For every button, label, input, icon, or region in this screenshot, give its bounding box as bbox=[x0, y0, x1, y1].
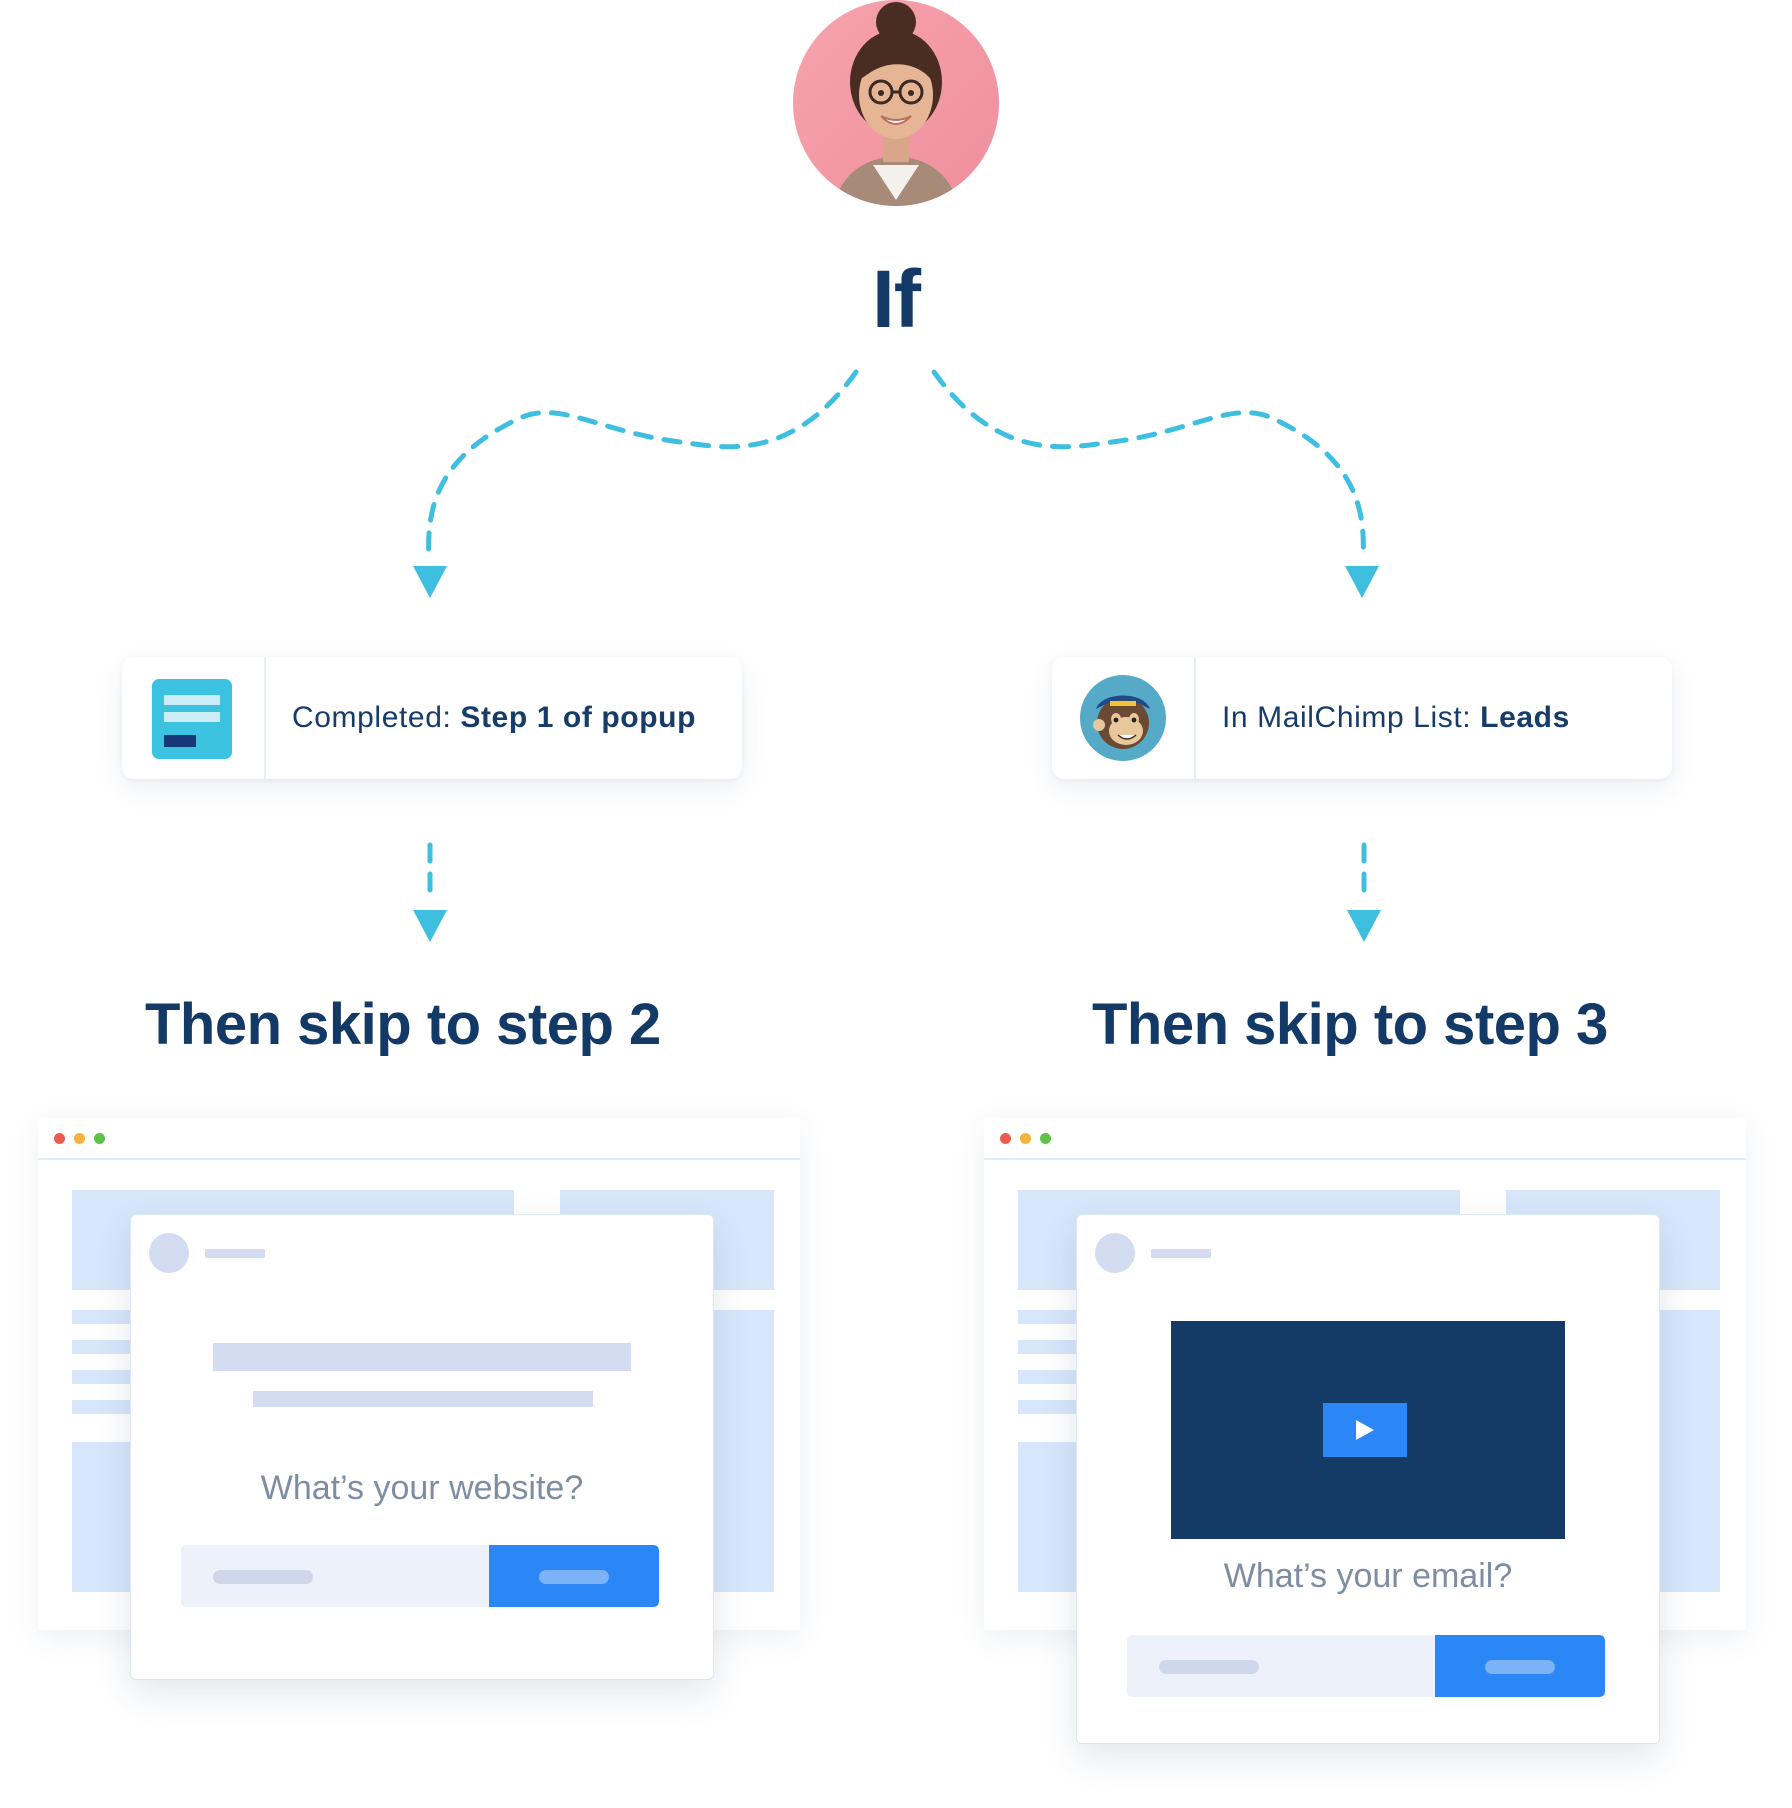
condition-prefix: In MailChimp List: bbox=[1222, 701, 1472, 734]
action-label-left: Then skip to step 2 bbox=[145, 992, 661, 1057]
popup-avatar-placeholder bbox=[149, 1233, 189, 1273]
condition-prefix: Completed: bbox=[292, 701, 452, 734]
right-branch-arrowhead bbox=[1345, 566, 1379, 598]
mailchimp-icon bbox=[1080, 675, 1166, 761]
input-placeholder[interactable] bbox=[1159, 1660, 1259, 1674]
condition-value: Leads bbox=[1480, 701, 1570, 734]
subline-placeholder bbox=[253, 1391, 593, 1407]
condition-text-left: Completed: Step 1 of popup bbox=[292, 657, 696, 779]
popup-question: What’s your email? bbox=[1223, 1557, 1513, 1595]
right-down-arrowhead bbox=[1347, 910, 1381, 942]
condition-value: Step 1 of popup bbox=[460, 701, 696, 734]
browser-title-bar bbox=[984, 1118, 1746, 1160]
submit-button[interactable] bbox=[1435, 1635, 1605, 1697]
popup-left: What’s your website? bbox=[130, 1214, 714, 1680]
form-icon bbox=[152, 679, 232, 759]
maximize-dot-icon bbox=[1040, 1133, 1051, 1144]
action-label-right: Then skip to step 3 bbox=[1092, 992, 1608, 1057]
condition-card-left: Completed: Step 1 of popup bbox=[122, 657, 742, 779]
popup-avatar-placeholder bbox=[1095, 1233, 1135, 1273]
submit-button[interactable] bbox=[489, 1545, 659, 1607]
headline-placeholder bbox=[213, 1343, 631, 1371]
popup-right: What’s your email? bbox=[1076, 1214, 1660, 1744]
play-icon bbox=[1356, 1420, 1374, 1440]
popup-form bbox=[181, 1545, 659, 1607]
right-branch-connector bbox=[931, 369, 1366, 561]
maximize-dot-icon bbox=[94, 1133, 105, 1144]
left-down-arrowhead bbox=[413, 910, 447, 942]
popup-question: What’s your website? bbox=[260, 1469, 584, 1507]
avatar bbox=[793, 0, 999, 206]
video-player[interactable] bbox=[1171, 1321, 1565, 1539]
left-branch-connector bbox=[426, 369, 859, 561]
left-branch-arrowhead bbox=[413, 566, 447, 598]
close-dot-icon bbox=[54, 1133, 65, 1144]
popup-form bbox=[1127, 1635, 1605, 1697]
play-button[interactable] bbox=[1323, 1403, 1407, 1457]
input-placeholder[interactable] bbox=[213, 1570, 313, 1584]
minimize-dot-icon bbox=[1020, 1133, 1031, 1144]
browser-title-bar bbox=[38, 1118, 800, 1160]
condition-card-right: In MailChimp List: Leads bbox=[1052, 657, 1672, 779]
close-dot-icon bbox=[1000, 1133, 1011, 1144]
condition-heading: If bbox=[871, 254, 921, 345]
condition-text-right: In MailChimp List: Leads bbox=[1222, 657, 1570, 779]
minimize-dot-icon bbox=[74, 1133, 85, 1144]
